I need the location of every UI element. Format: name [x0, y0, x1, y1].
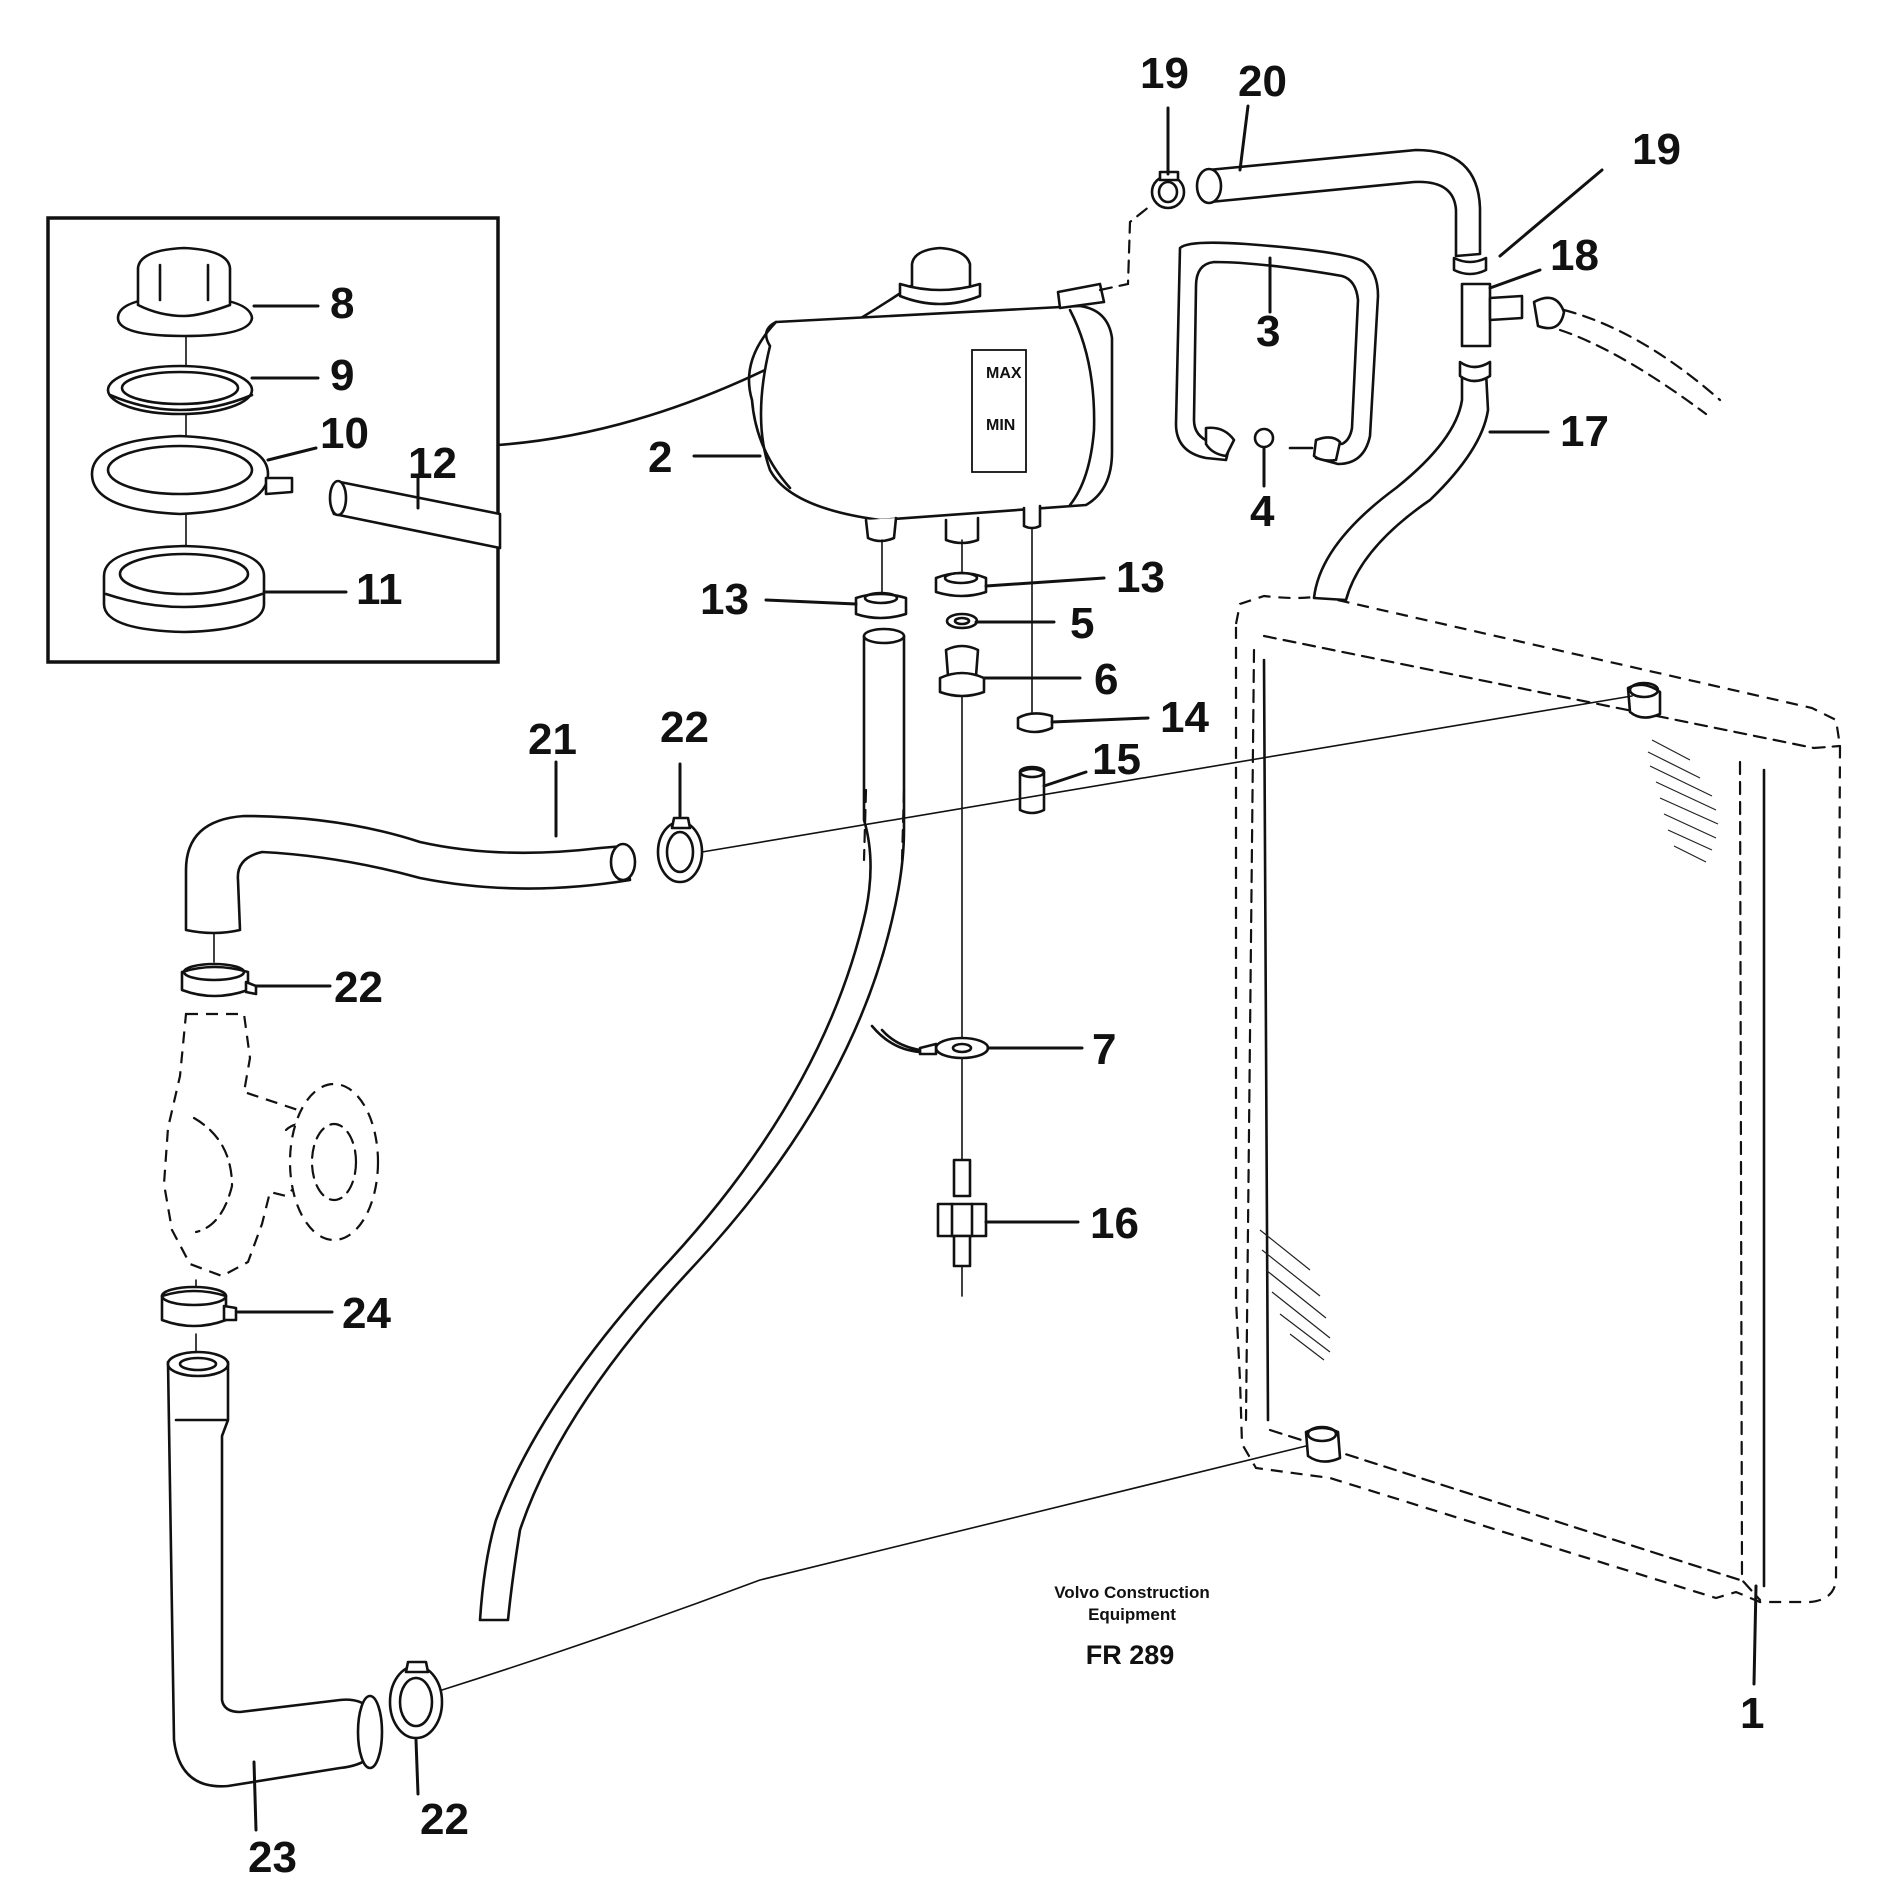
part-4-bolt — [1253, 427, 1314, 450]
label-part-22-middle: 22 — [334, 963, 383, 1012]
part-15-sleeve — [1018, 765, 1046, 815]
part-10-filler-neck — [90, 434, 294, 516]
label-part-21: 21 — [528, 715, 577, 764]
label-part-10: 10 — [320, 409, 369, 458]
part-6-plug — [938, 644, 986, 698]
part-11-filler-seal — [102, 544, 266, 634]
part-21-upper-hose — [184, 814, 637, 935]
label-part-11: 11 — [356, 565, 403, 614]
part-22-clamp-pump-top — [180, 962, 258, 998]
part-2-expansion-tank: MAX MIN — [747, 246, 1114, 545]
part-13-lower-hose — [478, 627, 906, 1622]
part-18-tee-connector — [1460, 282, 1566, 348]
drawing-code: FR 289 — [1086, 1640, 1175, 1670]
tank-max-mark: MAX — [986, 365, 1022, 382]
part-22-clamp-hose21-end — [656, 816, 704, 884]
credit-line-2: Equipment — [1088, 1605, 1176, 1624]
part-8-filler-cap — [116, 246, 254, 338]
part-3-tank-bracket — [1174, 241, 1380, 466]
label-part-5: 5 — [1070, 599, 1094, 648]
tank-min-mark: MIN — [986, 417, 1015, 434]
water-pump-phantom — [162, 1012, 380, 1278]
label-part-8: 8 — [330, 279, 354, 328]
part-20-hose — [1195, 148, 1482, 258]
part-1-radiator — [1234, 594, 1842, 1604]
part-17-hose — [1312, 360, 1492, 602]
part-13-clamp-right — [934, 571, 988, 598]
leader-lines — [236, 104, 1758, 1832]
label-part-3: 3 — [1256, 307, 1280, 356]
label-part-16: 16 — [1090, 1199, 1139, 1248]
part-5-seal-washer — [945, 612, 979, 630]
part-19-clamp-upper-right — [1452, 256, 1488, 276]
label-part-19-left: 19 — [1140, 49, 1189, 98]
label-part-17: 17 — [1560, 407, 1609, 456]
label-part-2: 2 — [648, 433, 672, 482]
part-16-temp-sensor — [936, 1158, 988, 1297]
label-part-15: 15 — [1092, 735, 1141, 784]
part-23-lower-hose — [166, 1350, 384, 1788]
label-part-14: 14 — [1160, 693, 1209, 742]
label-part-23: 23 — [248, 1833, 297, 1882]
label-part-7: 7 — [1092, 1025, 1116, 1074]
part-7-cable-lug — [870, 1024, 990, 1060]
label-part-22-top: 22 — [660, 703, 709, 752]
label-part-13-right: 13 — [1116, 553, 1165, 602]
part-22-clamp-hose23-end — [388, 1660, 444, 1740]
filler-cap-detail-inset — [46, 216, 500, 664]
part-number-labels: 1 2 3 4 5 6 7 8 9 10 11 12 13 13 14 15 1… — [248, 49, 1764, 1882]
label-part-4: 4 — [1250, 487, 1275, 536]
label-part-24: 24 — [342, 1289, 391, 1338]
label-part-18: 18 — [1550, 231, 1599, 280]
credit-line-1: Volvo Construction — [1054, 1583, 1210, 1602]
label-part-6: 6 — [1094, 655, 1118, 704]
label-part-1: 1 — [1740, 1689, 1764, 1738]
label-part-9: 9 — [330, 351, 354, 400]
drawing-credit: Volvo Construction Equipment FR 289 — [1054, 1583, 1210, 1670]
part-12-overflow-pipe — [328, 479, 502, 550]
label-part-22-bottom: 22 — [420, 1795, 469, 1844]
label-part-20: 20 — [1238, 57, 1287, 106]
part-13-clamp-left — [854, 591, 908, 620]
part-14-clamp — [1016, 712, 1054, 734]
label-part-19-right: 19 — [1632, 125, 1681, 174]
label-part-13-left: 13 — [700, 575, 749, 624]
label-part-12: 12 — [408, 439, 457, 488]
part-9-gasket-ring — [106, 364, 254, 416]
part-19-clamp-upper-left — [1150, 170, 1186, 210]
part-24-clamp — [160, 1285, 238, 1328]
